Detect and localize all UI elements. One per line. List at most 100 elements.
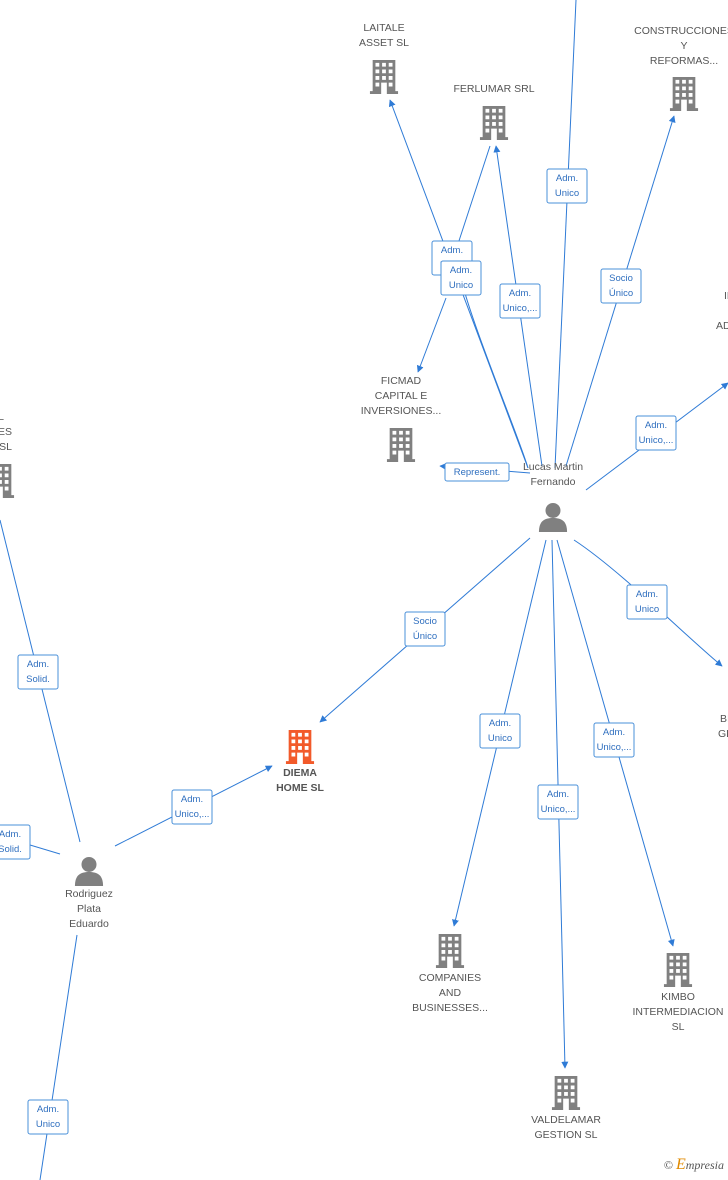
person-icon: [538, 502, 568, 532]
edge-label-e_represent[interactable]: Represent.: [444, 462, 510, 482]
node-label: SL: [672, 1021, 685, 1033]
node-label: AL: [0, 411, 4, 423]
node-label: FERLUMAR SRL: [453, 83, 534, 95]
edge-label-e_rod_left2[interactable]: Adm. Solid.: [0, 824, 31, 860]
node-diema[interactable]: DIEMA HOME SL: [276, 730, 324, 794]
node-label: INVERSIONES...: [361, 405, 442, 417]
edge-label-text: Unico: [449, 280, 473, 291]
node-label: REFORMAS...: [650, 55, 718, 67]
edge-label-text: Unico: [36, 1119, 60, 1130]
edge-label-text: Socio: [609, 273, 633, 284]
node-label: INTERMEDIACION: [632, 1006, 723, 1018]
edge-label-box: [444, 462, 510, 482]
edge-label-text: Único: [609, 288, 633, 299]
edge-label-e_valdelamar[interactable]: Adm.Unico,...: [537, 784, 579, 820]
edge-label-e_top[interactable]: Adm. Unico: [546, 168, 588, 204]
edge-label-box: [440, 260, 482, 296]
edge-label-e_rod_left[interactable]: Adm. Solid.: [17, 654, 59, 690]
node-label: Lucas Martin: [523, 461, 583, 473]
edge-label-e_companies[interactable]: Adm.Unico: [479, 713, 521, 749]
node-label: ADQ: [716, 320, 728, 332]
node-label: ASSET SL: [359, 37, 409, 49]
node-label: BIO: [720, 713, 728, 725]
edge-label-e_rod_diema[interactable]: Adm. Unico,...: [171, 789, 213, 825]
edge-label-e_bio[interactable]: Adm.Unico: [626, 584, 668, 620]
node-label: KIMBO: [661, 991, 695, 1003]
edge-label-text: Unico,...: [175, 809, 210, 820]
brand-logo-text: mpresia: [685, 1158, 724, 1172]
node-label: CAPITAL E: [375, 390, 428, 402]
node-left_partial[interactable]: AL IONES S SL: [0, 411, 15, 498]
node-label: COMPANIES: [419, 972, 481, 984]
building-icon: [369, 60, 399, 94]
node-ferlumar[interactable]: FERLUMAR SRL: [453, 83, 535, 140]
edge-label-text: Unico: [488, 733, 512, 744]
edge-label-box: [546, 168, 588, 204]
building-icon: [386, 428, 416, 462]
building-icon: [479, 106, 509, 140]
edge-label-text: Adm.: [509, 288, 531, 299]
edge-e_top: [554, 0, 577, 469]
node-companies[interactable]: COMPANIES AND BUSINESSES...: [412, 934, 488, 1014]
edge-label-text: Unico,...: [639, 435, 674, 446]
edge-e_ferlumar-branch: [455, 145, 491, 251]
building-icon: [0, 464, 15, 498]
edge-label-box: [17, 654, 59, 690]
edge-label-e_ferlumar[interactable]: Adm. Unico,...: [499, 283, 541, 319]
edge-label-text: Unico,...: [597, 742, 632, 753]
node-label: Fernando: [531, 476, 576, 488]
node-label: Plata: [77, 903, 101, 915]
edge-label-text: Adm.: [181, 794, 203, 805]
edge-label-text: Represent.: [454, 467, 500, 478]
edge-label-text: Unico: [555, 188, 579, 199]
edge-label-text: Adm.: [636, 589, 658, 600]
edge-label-text: Solid.: [0, 844, 22, 855]
node-label: VALDELAMAR: [531, 1114, 601, 1126]
node-label: S SL: [0, 441, 12, 453]
edge-e_ficmad-branch: [460, 277, 529, 469]
edge-label-text: Adm.: [450, 265, 472, 276]
node-kimbo[interactable]: KIMBO INTERMEDIACION SL: [632, 953, 724, 1033]
footer-credit: © Empresia: [664, 1156, 724, 1174]
node-label: Y: [680, 40, 687, 52]
edge-label-text: Adm.: [603, 727, 625, 738]
node-label: INV: [724, 290, 728, 302]
edge-label-box: [171, 789, 213, 825]
node-label: CONSTRUCCIONES: [634, 25, 728, 37]
edge-label-e_ficmad[interactable]: Adm. Unico: [440, 260, 482, 296]
edge-label-box: [479, 713, 521, 749]
edge-label-text: Adm.: [37, 1104, 59, 1115]
edge-label-text: Adm.: [0, 829, 21, 840]
node-construcciones[interactable]: CONSTRUCCIONES Y REFORMAS...: [634, 25, 728, 111]
edge-label-text: Único: [413, 631, 437, 642]
edge-label-text: Solid.: [26, 674, 50, 685]
node-label: DIEMA: [283, 767, 317, 779]
building-icon: [669, 77, 699, 111]
edge-label-text: Adm.: [547, 789, 569, 800]
edge-label-text: Adm.: [556, 173, 578, 184]
node-inv_right[interactable]: INV ADQ: [716, 290, 728, 332]
edge-label-box: [499, 283, 541, 319]
edge-label-text: Adm.: [27, 659, 49, 670]
node-bio_right[interactable]: BIOGLO: [718, 713, 728, 740]
copyright-symbol: ©: [663, 1158, 673, 1172]
node-label: BUSINESSES...: [412, 1002, 488, 1014]
edge-e_ficmad: [416, 297, 447, 373]
edge-label-text: Unico,...: [503, 303, 538, 314]
node-label: IONES: [0, 426, 12, 438]
edge-label-box: [593, 722, 635, 758]
building-icon: [551, 1076, 581, 1110]
node-label: HOME SL: [276, 782, 324, 794]
edge-label-e_rod_bottom[interactable]: Adm. Unico: [27, 1099, 69, 1135]
edge-label-e_inv[interactable]: Adm.Unico,...: [635, 415, 677, 451]
node-label: AND: [439, 987, 462, 999]
building-icon: [663, 953, 693, 987]
edge-label-e_kimbo[interactable]: Adm. Unico,...: [593, 722, 635, 758]
